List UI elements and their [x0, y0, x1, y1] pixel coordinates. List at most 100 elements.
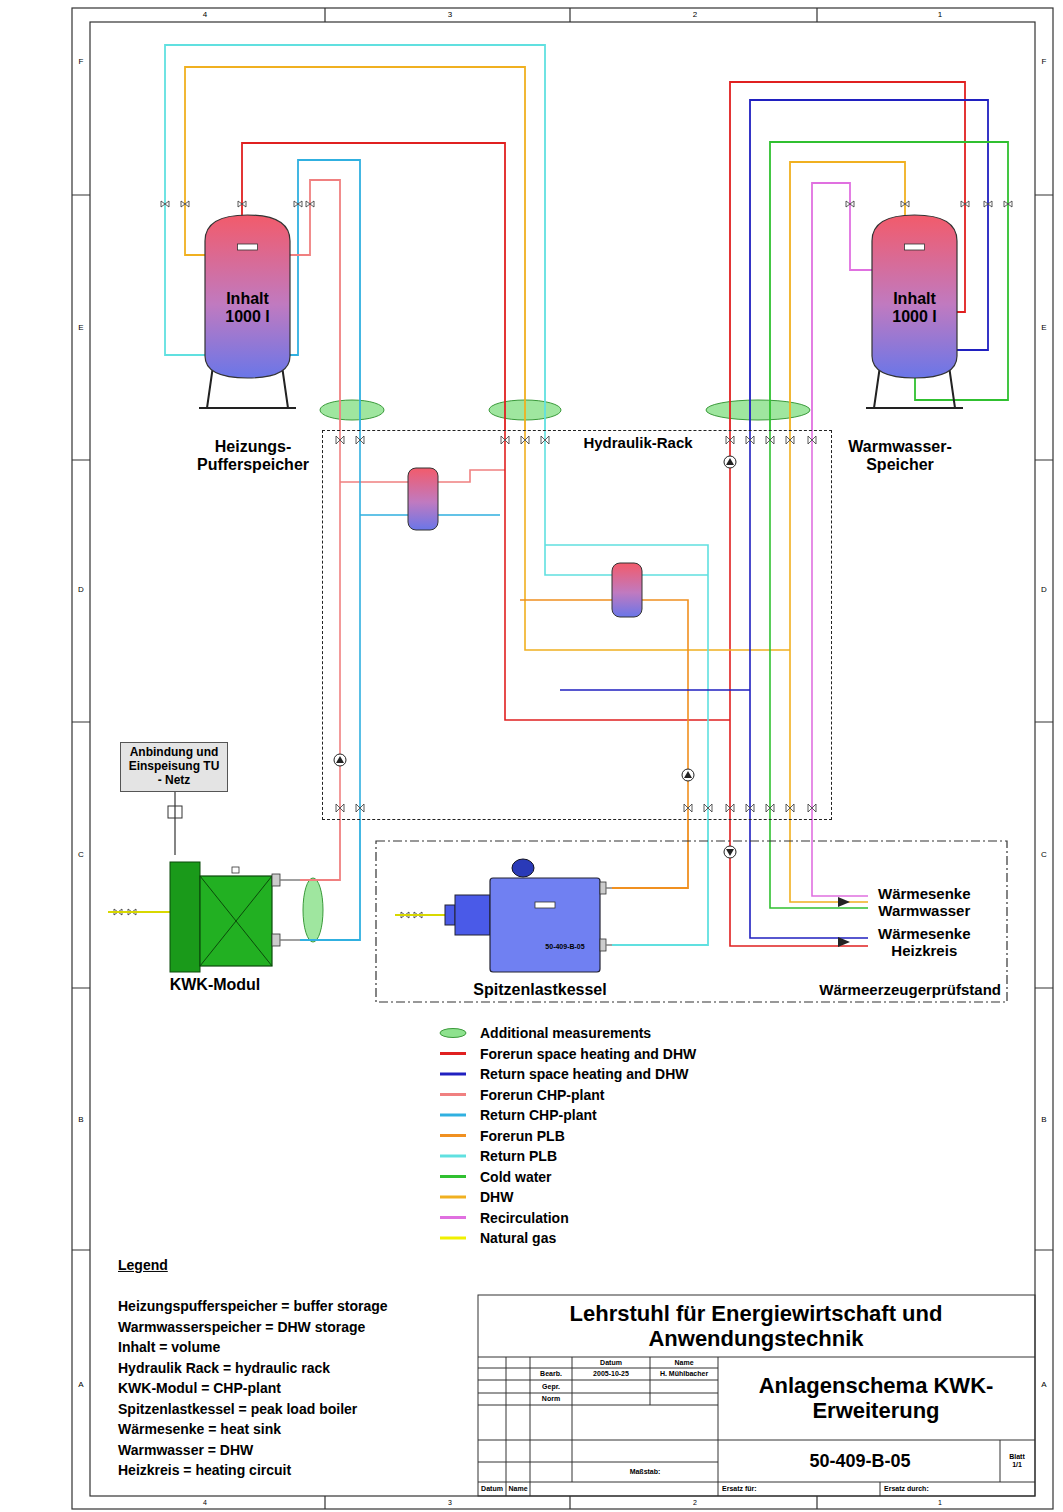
flow-arrow	[838, 897, 850, 947]
grid-reference-holder: A	[1041, 1380, 1046, 1389]
title-block-cell-holder: Datum	[481, 1485, 503, 1493]
legend-text-holder: Return CHP-plant	[480, 1107, 597, 1123]
pipe-connector	[812, 183, 850, 430]
tank-title: Warmwasser- Speicher	[848, 438, 951, 475]
institute-name: Lehrstuhl für Energiewirtschaft und Anwe…	[486, 1301, 1026, 1352]
title-block-cell: Name	[508, 1485, 527, 1493]
small-storage	[408, 468, 438, 530]
grid-reference-holder: 4	[203, 10, 207, 19]
pump-symbol	[724, 456, 736, 468]
grid-reference-holder: F	[79, 57, 84, 66]
pipe-stub	[290, 196, 298, 355]
pump-triangle	[726, 458, 734, 465]
legend-swatch	[440, 1052, 466, 1055]
pipe-connector	[165, 45, 545, 430]
legend-text-holder: Forerun CHP-plant	[480, 1086, 604, 1102]
legend-text: Return PLB	[480, 1148, 557, 1164]
rack-piping	[340, 430, 505, 820]
pipe-connector	[770, 142, 1008, 430]
pump-symbol	[334, 456, 736, 858]
institute-name-holder: Lehrstuhl für Energiewirtschaft und Anwe…	[486, 1301, 1026, 1352]
sheet-frame	[72, 8, 1053, 1509]
pipe-connector	[300, 820, 340, 880]
translation-note: Warmwasser = DHW	[118, 1441, 253, 1457]
rack-piping	[545, 430, 708, 820]
pump-triangle	[684, 771, 692, 778]
translation-note: Warmwasserspeicher = DHW storage	[118, 1318, 365, 1334]
grid-reference: F	[1042, 57, 1047, 66]
grid-reference-holder: E	[78, 323, 83, 332]
grid-reference: A	[1041, 1380, 1046, 1389]
pipe-connector	[612, 820, 688, 888]
grid-reference: C	[1041, 850, 1047, 859]
translation-note: Hydraulik Rack = hydraulic rack	[118, 1359, 330, 1375]
engine-housing	[200, 876, 272, 966]
valve-symbol	[161, 201, 169, 207]
storage-tank	[872, 215, 957, 378]
housing-cross	[200, 876, 272, 966]
legend-swatch	[440, 1216, 466, 1219]
title-block	[478, 1295, 1035, 1496]
grid-reference: E	[78, 323, 83, 332]
grid-reference: 3	[448, 10, 452, 19]
title-block-cell: Ersatz für:	[722, 1485, 757, 1493]
pipe-flange	[600, 882, 606, 894]
legend-text-holder: Forerun PLB	[480, 1127, 565, 1143]
legend-entry	[440, 1197, 466, 1198]
gas-line	[108, 912, 455, 915]
name-plate	[535, 902, 555, 908]
grid-reference: 2	[693, 1498, 697, 1506]
pipe-connector	[730, 82, 965, 430]
title-block-cell: Gepr.	[542, 1382, 560, 1390]
pipe-connector	[185, 67, 525, 430]
grid-reference-holder: C	[1041, 850, 1047, 859]
grid-reference: D	[78, 585, 84, 594]
legend-swatches	[440, 1029, 466, 1239]
legend-text-holder: Forerun space heating and DHW	[480, 1045, 696, 1061]
heat-sink-label-holder: Wärmesenke Warmwasser	[878, 885, 971, 920]
legend-entry	[440, 1156, 466, 1157]
measurement-ellipse	[706, 400, 810, 420]
drawing-title: Anlagenschema KWK-Erweiterung	[721, 1373, 1031, 1424]
translation-note-holder: Inhalt = volume	[118, 1339, 220, 1355]
translation-note: Wärmesenke = heat sink	[118, 1421, 281, 1437]
grid-reference-holder: C	[78, 850, 84, 859]
measurement-ellipse	[303, 878, 323, 942]
region-title-holder: Wärmeerzeugerprüfstand	[819, 981, 1001, 998]
pipe-stub	[241, 196, 243, 217]
flow-arrow	[838, 937, 850, 947]
gas-line	[108, 911, 170, 913]
translation-note: Heizungspufferspeicher = buffer storage	[118, 1298, 388, 1314]
buffer-storage-tank: Inhalt 1000 lHeizungs- Pufferspeicher	[158, 196, 318, 486]
legend-text: Cold water	[480, 1168, 552, 1184]
pipe-connector	[612, 820, 708, 945]
legend-swatch	[440, 1237, 466, 1240]
grid-reference: 1	[938, 1498, 942, 1506]
heat-sink-piping	[750, 820, 868, 938]
title-block-cell: Datum	[481, 1485, 503, 1493]
translation-note-holder: Heizkreis = heating circuit	[118, 1462, 291, 1478]
title-block-cell: Bearb.	[540, 1370, 562, 1378]
grid-reference-holder: 3	[448, 10, 452, 19]
title-block-cell-holder: Blatt 1/1	[1009, 1453, 1025, 1469]
pipe-stub	[606, 944, 612, 945]
pipe-stub	[904, 196, 906, 218]
grid-reference: D	[1041, 585, 1047, 594]
sheet-frame	[72, 8, 1053, 1509]
rack-piping	[340, 430, 812, 820]
heat-sink-piping	[730, 820, 868, 946]
title-block-cell-holder: 2005-10-25	[593, 1370, 629, 1378]
flow-arrow	[838, 897, 850, 907]
valve-symbol	[336, 436, 816, 444]
legend-text-holder: Return PLB	[480, 1148, 557, 1164]
legend-entry	[440, 1029, 466, 1038]
pipe-stub	[280, 939, 300, 940]
flue-outlet	[512, 859, 534, 877]
small-storage	[612, 563, 642, 617]
small-storage	[408, 468, 642, 617]
valve-symbol	[294, 201, 302, 207]
legend-swatch	[440, 1175, 466, 1178]
title-block-cell: Blatt 1/1	[1009, 1453, 1025, 1469]
grid-reference-holder: B	[1041, 1115, 1046, 1124]
